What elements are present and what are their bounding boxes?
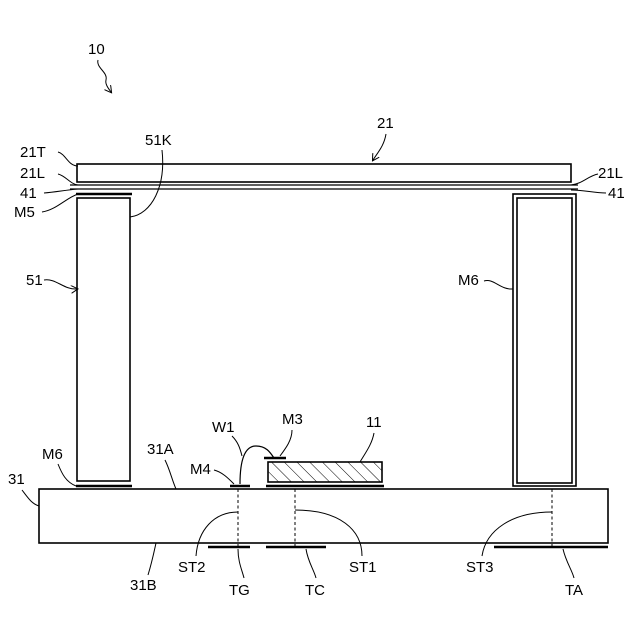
via-st2-label: ST2 [178, 559, 206, 576]
pillar-k-leader [130, 150, 163, 217]
top-surface-leader [58, 152, 78, 166]
adhesive-left-label: 41 [20, 185, 37, 202]
terminal-tc-leader [306, 549, 316, 578]
terminal-tg-label: TG [229, 582, 250, 599]
top-surface-label: 21T [20, 144, 46, 161]
via-st3-label: ST3 [466, 559, 494, 576]
metal-m6-right-leader [484, 281, 513, 290]
metal-m6-left-leader [58, 464, 76, 486]
metal-m5-label: M5 [14, 204, 35, 221]
top-plate-label: 21 [377, 115, 394, 132]
figure-number: 10 [88, 41, 105, 58]
metal-m5-leader [42, 194, 78, 212]
left-pillar [77, 198, 130, 481]
top-plate-leader [373, 134, 386, 160]
metal-m3-label: M3 [282, 411, 303, 428]
wire-leader [232, 436, 242, 456]
adhesive-right-label: 41 [608, 185, 625, 202]
substrate-bottom-label: 31B [130, 577, 157, 594]
layer-right-leader [571, 174, 598, 185]
terminal-ta-label: TA [565, 582, 583, 599]
substrate-top-leader [165, 460, 176, 489]
pillar-leader [44, 280, 77, 289]
terminal-tg-leader [238, 549, 244, 578]
chip-label: 11 [366, 414, 382, 431]
layer-left-label: 21L [20, 165, 45, 182]
terminal-tc-label: TC [305, 582, 325, 599]
terminal-ta-leader [563, 549, 574, 578]
layer-right-label: 21L [598, 165, 623, 182]
metal-m6-left-label: M6 [42, 446, 63, 463]
pillar-k-label: 51K [145, 132, 172, 149]
metal-m6-right-label: M6 [458, 272, 479, 289]
layer-left-leader [58, 174, 78, 185]
adhesive-right-leader [571, 190, 606, 193]
substrate-leader [22, 490, 39, 506]
chip [268, 462, 382, 482]
chip-leader [360, 433, 374, 462]
figure-arrow-icon [98, 60, 111, 92]
metal-m4-label: M4 [190, 461, 211, 478]
pillar-label: 51 [26, 272, 43, 289]
metal-m3-leader [280, 430, 292, 456]
right-pillar [517, 198, 572, 483]
via-st1-label: ST1 [349, 559, 377, 576]
substrate-label: 31 [8, 471, 25, 488]
substrate-bottom-leader [148, 543, 156, 575]
substrate-top-label: 31A [147, 441, 174, 458]
metal-m4-leader [214, 470, 234, 484]
top-plate [77, 164, 571, 182]
adhesive-left-leader [44, 189, 78, 193]
wire-label: W1 [212, 419, 235, 436]
